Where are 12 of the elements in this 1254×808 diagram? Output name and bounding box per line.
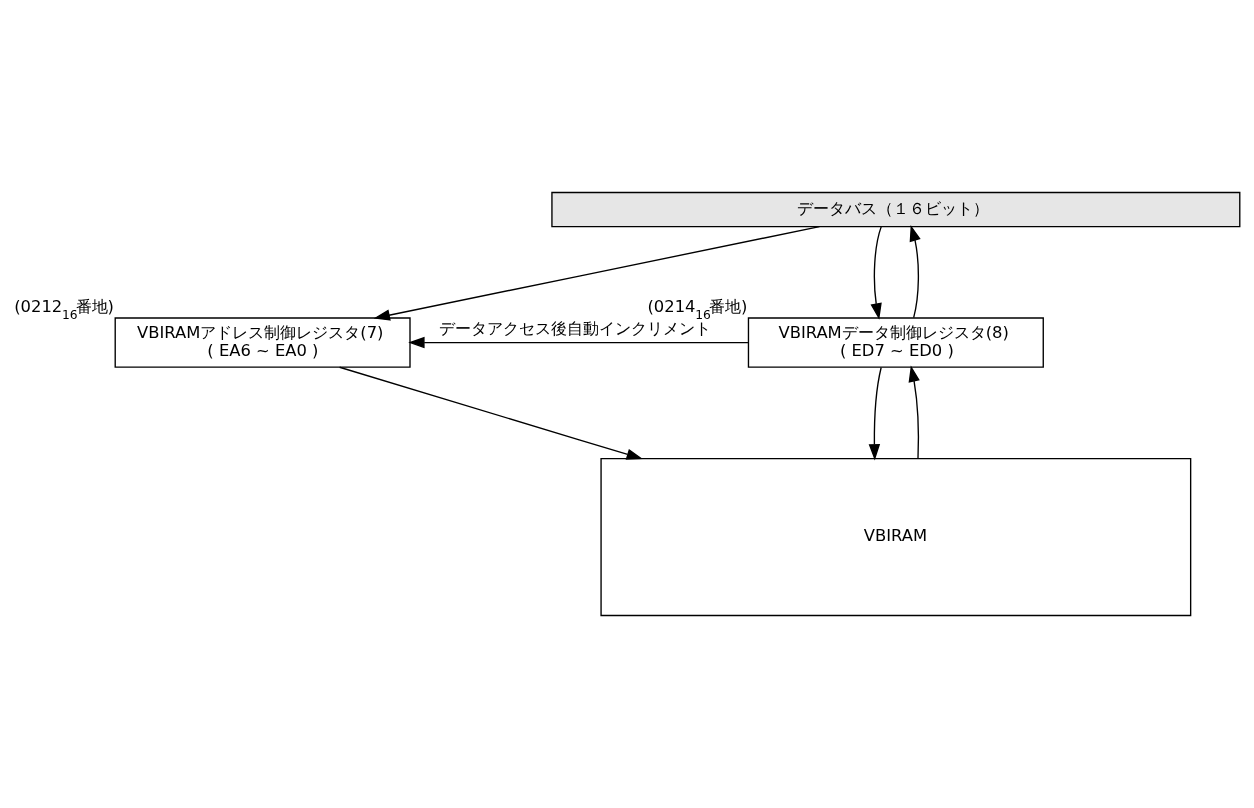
arrow xyxy=(908,365,920,460)
arrow xyxy=(868,366,882,461)
arrow xyxy=(408,336,749,349)
arrow xyxy=(870,226,882,320)
node-box: データバス（１６ビット） xyxy=(551,191,1241,228)
node-box: VBIRAM xyxy=(600,457,1192,617)
arrow xyxy=(338,366,643,460)
node-label: (0212$_{16}$番地) xyxy=(14,297,115,323)
arrow xyxy=(373,225,821,321)
node-box: VBIRAMデータ制御レジスタ(8) ( ED7 ~ ED0 ) xyxy=(747,317,1044,368)
node-box: VBIRAMアドレス制御レジスタ(7) ( EA6 ~ EA0 ) xyxy=(114,317,411,368)
arrow xyxy=(909,224,921,319)
